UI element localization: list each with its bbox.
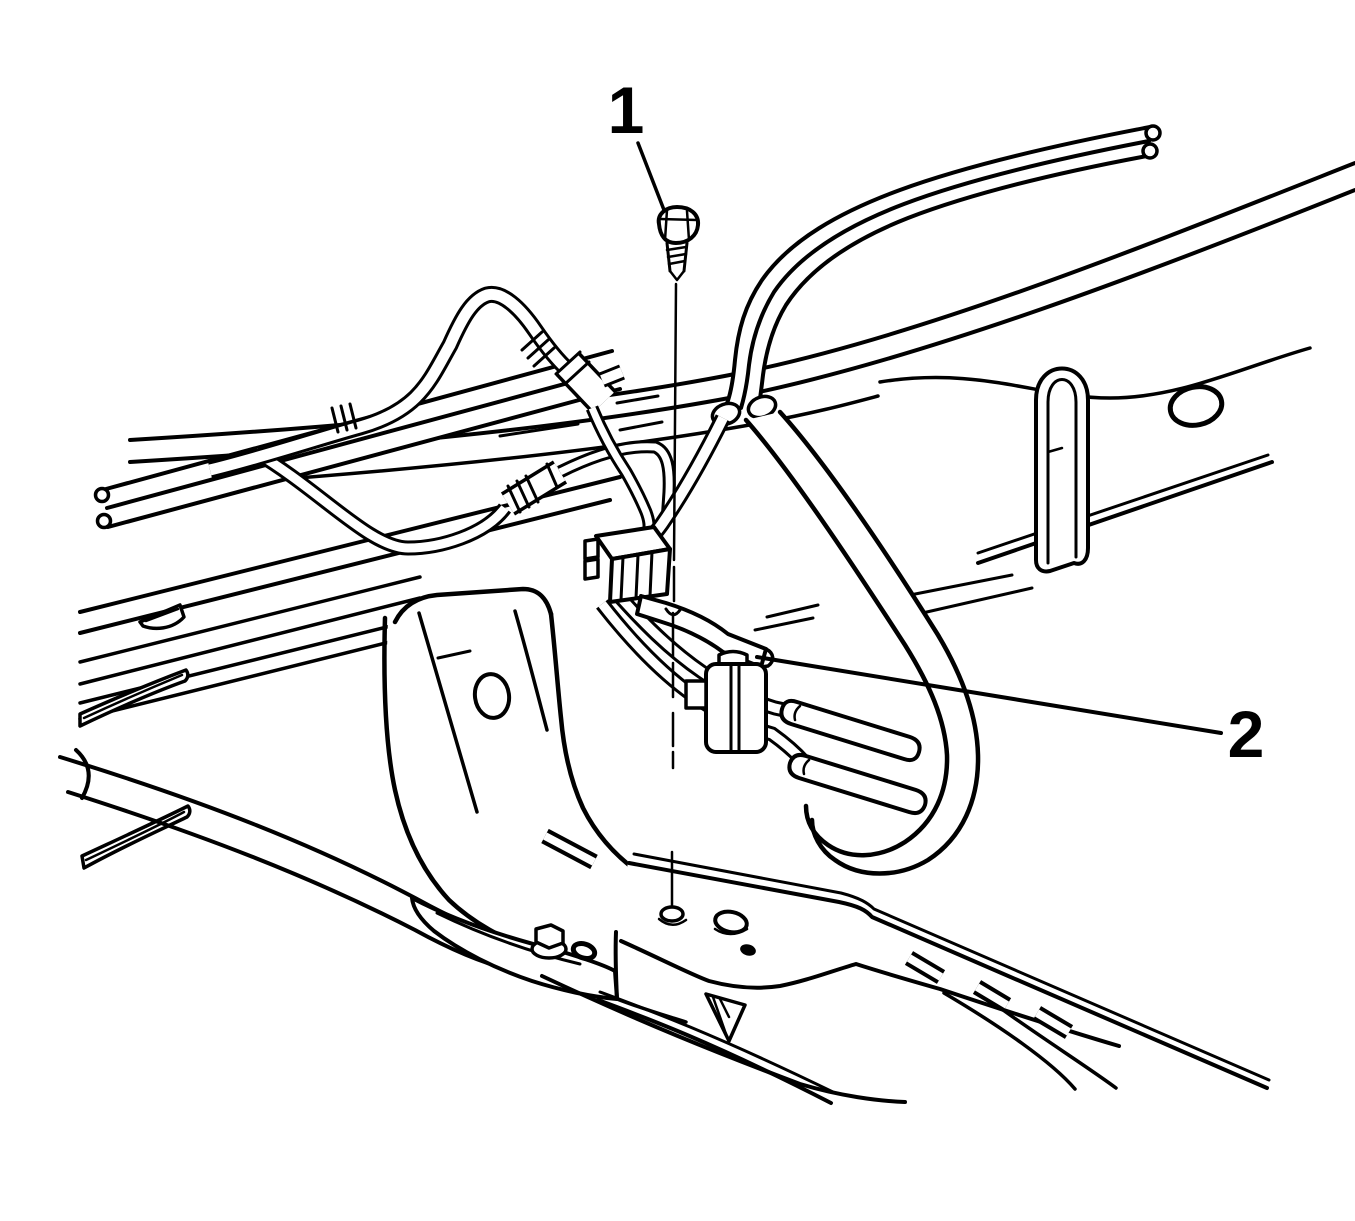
callout-2-label: 2 (1228, 697, 1265, 771)
rail-oval-hole (1167, 384, 1225, 428)
capped-pipe-ends (779, 698, 928, 816)
clip-body (704, 662, 768, 754)
tube-end-2 (95, 512, 113, 530)
crossmember-dot (740, 944, 756, 956)
bracket-hole (472, 672, 512, 720)
rail-lower-edge (976, 460, 1274, 565)
callout-1-label: 1 (608, 73, 645, 147)
bolt-tip (668, 269, 686, 282)
foot-bolt (534, 923, 565, 950)
evap-hose-hump (208, 285, 656, 536)
frame-strap-loop (1034, 366, 1090, 574)
tank-strap-bracket (382, 586, 696, 1001)
pipe-cap-1 (779, 698, 922, 763)
callout-2-leader (755, 655, 1223, 735)
tube-end-4 (1141, 142, 1159, 160)
crossmember-hole (713, 909, 749, 935)
clip-flange (684, 679, 708, 710)
tube-end-3 (1144, 124, 1162, 142)
foot-oval-hole (570, 941, 598, 961)
tube-end-1 (93, 486, 111, 504)
bolt-centerline (670, 282, 678, 908)
mounting-bolt (656, 205, 701, 926)
bolt-hole-crossmember (659, 905, 685, 923)
tank-crossmember (540, 852, 1271, 1105)
evap-tube-with-connector (251, 440, 676, 556)
pipe-cap-2 (787, 752, 928, 816)
bracket-foot (410, 896, 619, 1001)
fuel-hose-loop (743, 409, 981, 876)
fuel-pipe-clip (684, 649, 768, 754)
callouts: 1 2 (608, 73, 1265, 771)
pipe-retainer-bracket (583, 525, 672, 604)
fuel-tube-pair-right (710, 124, 1162, 427)
callout-1-leader (636, 141, 666, 212)
rail-bead-line (878, 346, 1312, 400)
